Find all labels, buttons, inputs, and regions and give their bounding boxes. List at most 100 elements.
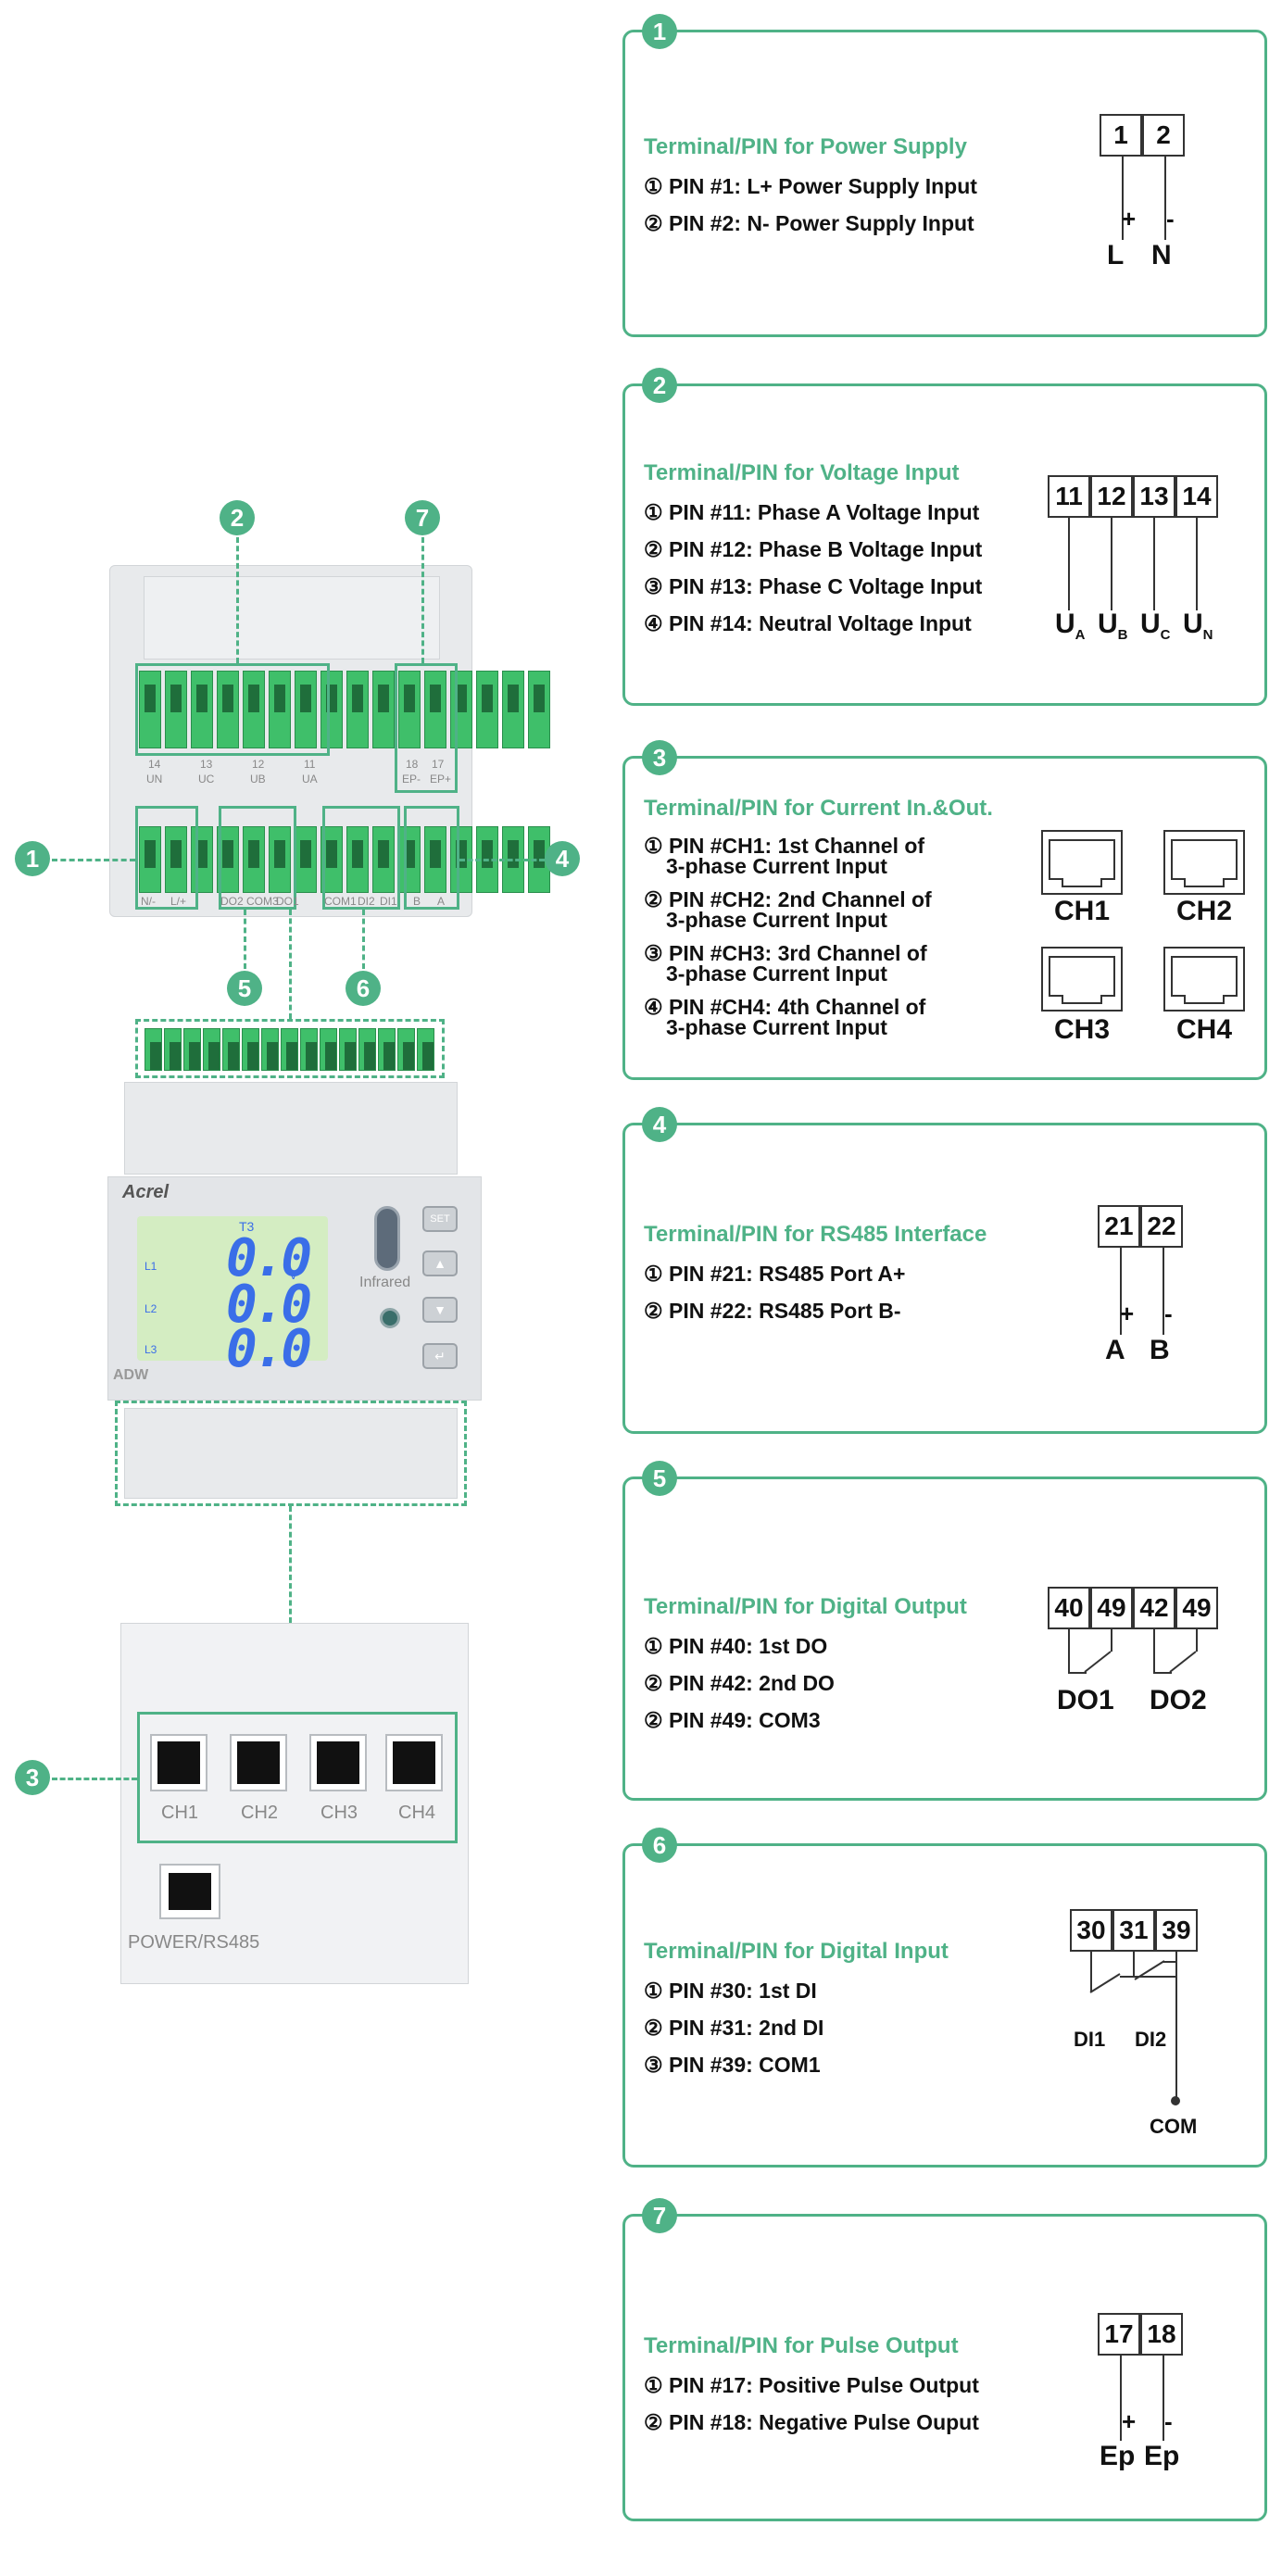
com-label: COM [1150, 2115, 1198, 2138]
pin-18-wire [1163, 2356, 1164, 2441]
rj45-label-ch3: CH3 [320, 1803, 358, 1823]
panel-2-title: Terminal/PIN for Voltage Input [644, 460, 960, 485]
loose-terminal-strip-outline [135, 1019, 445, 1078]
rj45-port-ch2[interactable] [230, 1734, 287, 1791]
top-term-sub-uc: UC [198, 773, 215, 785]
rj45-port-ch3[interactable] [309, 1734, 367, 1791]
pin-1-wire [1122, 157, 1124, 240]
meter-lower-body [124, 1408, 458, 1499]
panel-7-item-1: ① PIN #17: Positive Pulse Output [644, 2373, 979, 2397]
com1-wire [1175, 1952, 1177, 2100]
do1-label: DO1 [1057, 1685, 1114, 1715]
rj45-diagram-ch1 [1041, 830, 1123, 895]
di1-com-link [1120, 1976, 1177, 1978]
marker-7: 7 [405, 500, 440, 535]
top-terminal-row [139, 671, 550, 748]
bottom-terminal-row [139, 826, 550, 893]
power-rs485-port[interactable] [159, 1864, 220, 1919]
panel-6-item-2: ② PIN #31: 2nd DI [644, 2016, 824, 2040]
leader-lower [289, 1506, 292, 1623]
panel-4-badge: 4 [642, 1107, 677, 1142]
pin-11-wire [1068, 518, 1070, 610]
pin-13-label: UC [1140, 609, 1171, 643]
panel-6-item-3: ③ PIN #39: COM1 [644, 2053, 821, 2077]
pin-39-cell: 39 [1155, 1909, 1198, 1952]
bottom-term-label-a: A [437, 895, 446, 908]
top-term-sub-ua: UA [302, 773, 318, 785]
panel-3-item-3a: ③ PIN #CH3: 3rd Channel of [644, 941, 927, 965]
panel-3-item-1b: 3-phase Current Input [666, 854, 887, 878]
di2-label: DI2 [1135, 2028, 1167, 2051]
set-button[interactable]: SET [422, 1206, 458, 1232]
panel-1-item-1: ① PIN #1: L+ Power Supply Input [644, 174, 977, 198]
pin-40-cell: 40 [1048, 1587, 1090, 1629]
panel-5-item-1: ① PIN #40: 1st DO [644, 1634, 828, 1658]
panel-3-item-3b: 3-phase Current Input [666, 961, 887, 986]
pin-18-cell: 18 [1140, 2313, 1183, 2356]
down-button[interactable]: ▼ [422, 1297, 458, 1323]
do-terminal-highlight [219, 806, 296, 910]
do1-switch [1084, 1651, 1112, 1673]
pin-21-label: A [1105, 1335, 1125, 1365]
leader-connector-mid [289, 910, 292, 1019]
panel-1-item-2: ② PIN #2: N- Power Supply Input [644, 211, 974, 235]
do2-wire-a [1153, 1629, 1155, 1674]
leader-7 [421, 537, 424, 663]
panel-5-item-2: ② PIN #42: 2nd DO [644, 1671, 835, 1695]
di2-wire [1133, 1952, 1135, 1976]
pin-49a-cell: 49 [1090, 1587, 1133, 1629]
pin-1-cell: 1 [1100, 114, 1142, 157]
lcd-value-l2: 0.0 [226, 1275, 312, 1335]
pin-1-label: L [1107, 240, 1125, 270]
leader-2 [236, 537, 239, 663]
pin-22-cell: 22 [1140, 1205, 1183, 1248]
do2-switch [1169, 1651, 1197, 1673]
enter-icon: ↵ [434, 1349, 446, 1363]
brand-logo: Acrel [122, 1182, 170, 1202]
panel-4-title: Terminal/PIN for RS485 Interface [644, 1222, 987, 1247]
panel-1-title: Terminal/PIN for Power Supply [644, 134, 967, 159]
panel-3-item-2a: ② PIN #CH2: 2nd Channel of [644, 887, 932, 911]
panel-6-badge: 6 [642, 1828, 677, 1863]
pin-14-label: UN [1183, 609, 1213, 643]
up-button[interactable]: ▲ [422, 1250, 458, 1276]
rj45-port-ch4[interactable] [385, 1734, 443, 1791]
do2-wire-b [1196, 1629, 1198, 1652]
panel-6-title: Terminal/PIN for Digital Input [644, 1939, 949, 1964]
pin-22-label: B [1150, 1335, 1170, 1365]
bottom-term-label-di1: DI1 [380, 895, 397, 908]
pin-12-wire [1111, 518, 1112, 610]
di-terminal-highlight [322, 806, 400, 910]
do1-wire-a [1068, 1629, 1070, 1674]
panel-current-input: 3 Terminal/PIN for Current In.&Out. ① PI… [622, 740, 1267, 1080]
pin-13-wire [1153, 518, 1155, 610]
bottom-term-label-n: N/- [141, 895, 156, 908]
power-terminal-highlight [135, 806, 198, 910]
pin-2-cell: 2 [1142, 114, 1185, 157]
di1-switch [1089, 1973, 1121, 1993]
panel-7-badge: 7 [642, 2198, 677, 2233]
rj45-port-ch1[interactable] [150, 1734, 207, 1791]
pin-42-cell: 42 [1133, 1587, 1175, 1629]
top-term-sub-ep-minus: EP- [402, 773, 421, 785]
pin-22-sign: - [1164, 1300, 1173, 1327]
panel-power-supply: 1 Terminal/PIN for Power Supply ① PIN #1… [622, 14, 1267, 337]
panel-5-item-3: ② PIN #49: COM3 [644, 1708, 821, 1732]
pin-2-label: N [1151, 240, 1172, 270]
infrared-label: Infrared [359, 1275, 411, 1290]
panel-4-item-1: ① PIN #21: RS485 Port A+ [644, 1262, 906, 1286]
com-dot [1171, 2096, 1180, 2105]
panel-3-item-1a: ① PIN #CH1: 1st Channel of [644, 834, 925, 858]
leader-3 [52, 1778, 137, 1780]
leader-5 [244, 910, 246, 969]
panel-2-item-1: ① PIN #11: Phase A Voltage Input [644, 500, 980, 524]
top-term-label-18: 18 [406, 758, 419, 771]
pin-17-wire [1120, 2356, 1122, 2441]
do2-label: DO2 [1150, 1685, 1207, 1715]
leader-1 [52, 859, 135, 861]
pin-14-cell: 14 [1175, 475, 1218, 518]
di1-wire [1090, 1952, 1092, 1992]
rj45-diagram-ch3 [1041, 947, 1123, 1012]
ch1-label: CH1 [1053, 896, 1110, 926]
enter-button[interactable]: ↵ [422, 1343, 458, 1369]
